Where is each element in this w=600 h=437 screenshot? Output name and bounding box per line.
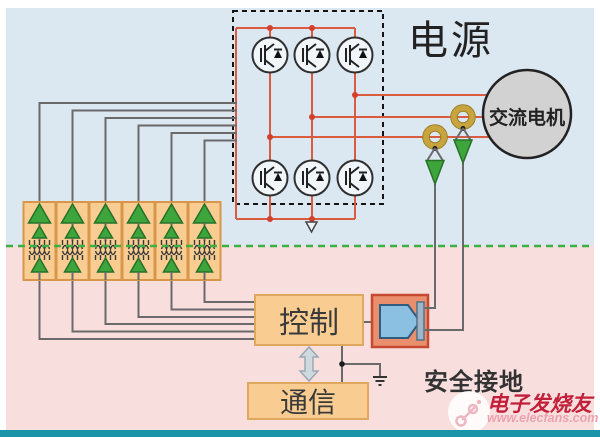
footer-bar [0, 430, 600, 437]
watermark-brand: 电子发烧友 [487, 393, 592, 416]
communication-label: 通信 [279, 387, 336, 418]
igbt-icon [336, 36, 374, 74]
dc-bus-arrow-icon [304, 221, 319, 234]
gate-driver-module [121, 201, 156, 281]
connector-slot-bar [416, 301, 425, 341]
bidirectional-arrow-icon [298, 345, 320, 383]
igbt-icon [293, 36, 331, 74]
gate-driver-module [55, 201, 90, 281]
plug-icon [379, 304, 422, 339]
igbt-bridge [251, 36, 374, 197]
gate-driver-module [187, 201, 222, 281]
sensor-feedback-wires [425, 163, 464, 331]
watermark-logo [448, 391, 490, 433]
ac-motor-label: 交流电机 [488, 108, 565, 129]
signal-wiring [38, 102, 381, 383]
power-supply-label: 电源 [408, 19, 494, 63]
current-sensor-icon [450, 104, 476, 166]
igbt-icon [251, 159, 289, 197]
gate-driver-row [22, 201, 222, 281]
igbt-icon [293, 159, 331, 197]
inverter-dashed-box [232, 10, 384, 205]
watermark-site: www.elecfans.com [487, 411, 599, 425]
communication-box [247, 382, 369, 420]
feedback-connector-module [370, 293, 430, 349]
gate-driver-module [154, 201, 189, 281]
gate-driver-module [22, 201, 57, 281]
plug-connection-icon [455, 399, 482, 427]
control-box [254, 294, 364, 346]
igbt-icon [336, 159, 374, 197]
igbt-icon [251, 36, 289, 74]
gate-driver-module [88, 201, 123, 281]
current-sensor-icon [422, 124, 448, 187]
ac-motor-circle [481, 68, 573, 160]
control-label: 控制 [279, 307, 339, 340]
ground-icon [373, 376, 387, 386]
